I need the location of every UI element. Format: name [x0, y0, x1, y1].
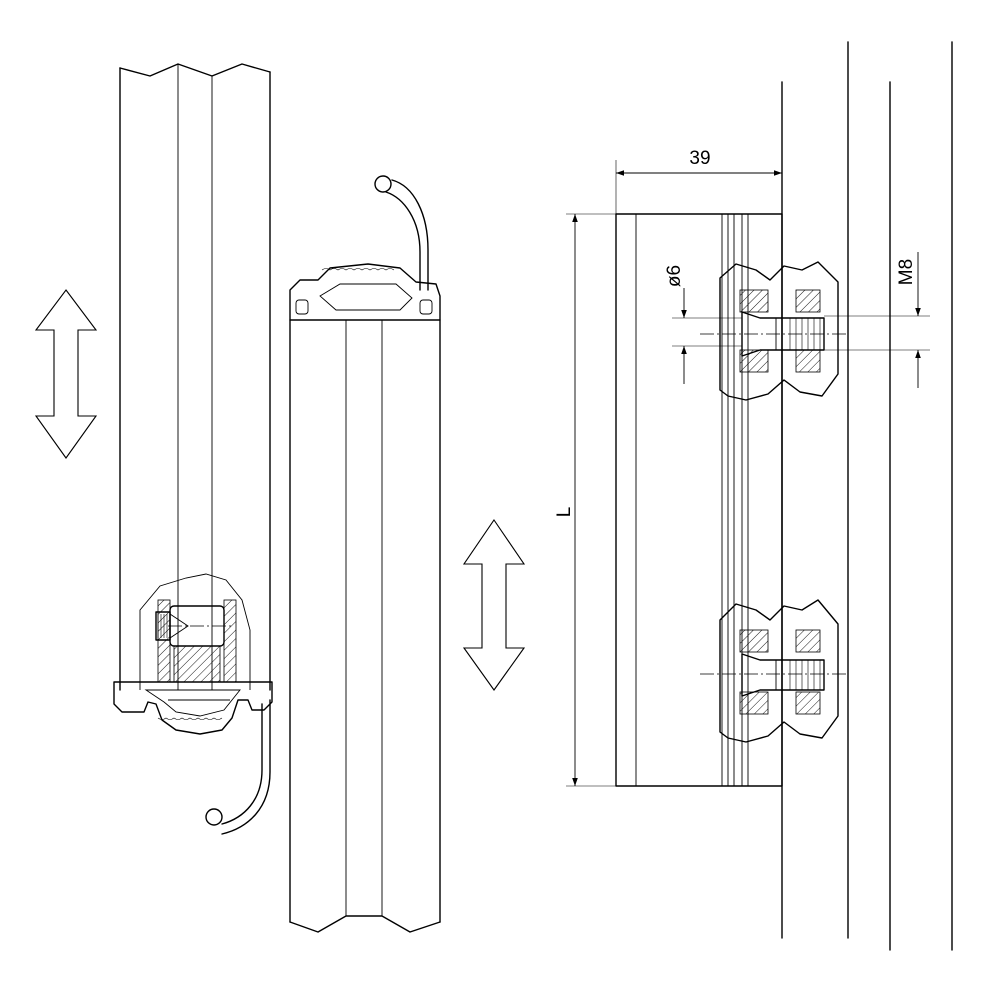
right-side-view: 39 L ø6 M8 — [554, 41, 953, 951]
left-profile-view — [113, 63, 273, 835]
thread-dimension: M8 — [824, 252, 930, 388]
width-dimension-label: 39 — [689, 148, 710, 169]
hole-dimension: ø6 — [664, 265, 742, 384]
double-arrow-icon — [34, 289, 98, 459]
lower-slider-block — [700, 599, 848, 743]
double-arrow-icon — [462, 519, 526, 691]
upper-slider-block — [700, 261, 848, 401]
hole-dimension-label: ø6 — [664, 265, 685, 287]
width-dimension: 39 — [615, 148, 783, 214]
middle-profile-view — [289, 175, 441, 933]
length-dimension: L — [554, 213, 616, 787]
thread-dimension-label: M8 — [896, 259, 917, 285]
length-dimension-label: L — [554, 507, 575, 518]
